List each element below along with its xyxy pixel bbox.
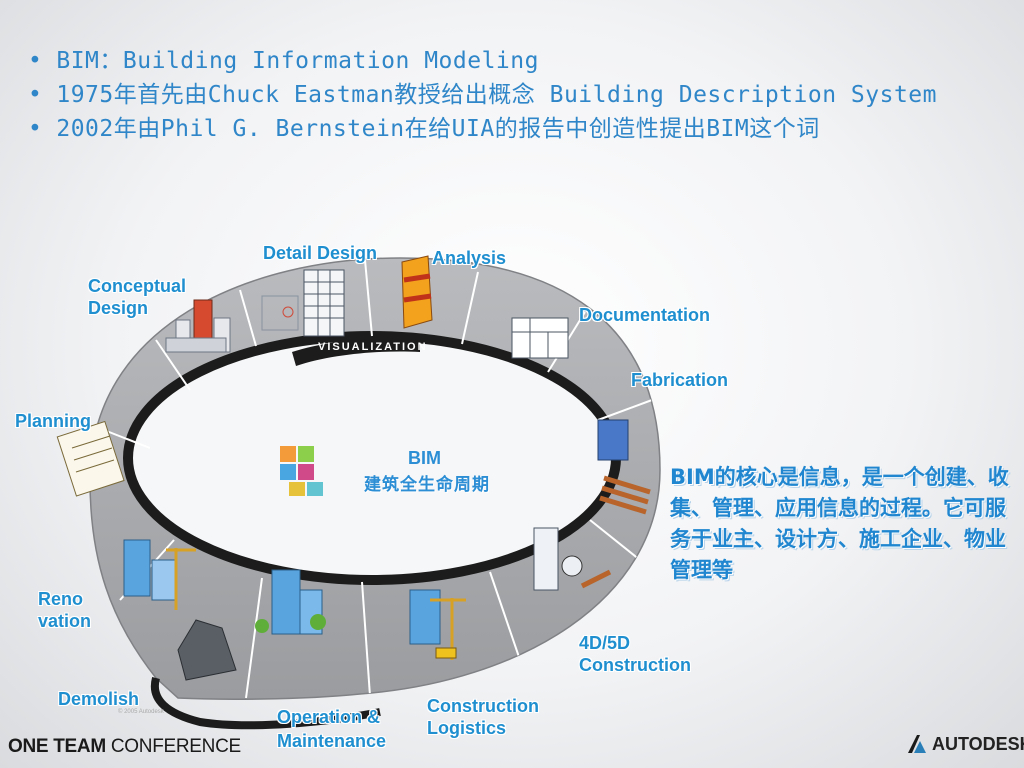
conference-name-bold: ONE TEAM	[8, 736, 106, 757]
visualization-label: VISUALIZATION	[318, 341, 428, 353]
analysis-icon	[402, 256, 432, 328]
autodesk-a-icon	[906, 733, 928, 755]
stage-analysis: Analysis	[432, 247, 506, 269]
autodesk-logo: AUTODESK.	[906, 733, 1024, 755]
stage-4d5d-construction: 4D/5D Construction	[579, 632, 691, 676]
stage-detail-design: Detail Design	[263, 242, 377, 264]
conference-name-rest: CONFERENCE	[106, 736, 241, 757]
stage-fabrication: Fabrication	[631, 369, 728, 391]
autodesk-brand: AUTODESK.	[932, 734, 1024, 755]
stage-construction-logistics: Construction Logistics	[427, 695, 539, 739]
stage-documentation: Documentation	[579, 304, 710, 326]
center-title: BIM	[408, 448, 441, 469]
stage-demolish: Demolish	[58, 688, 139, 710]
center-subtitle: 建筑全生命周期	[364, 470, 490, 495]
stage-planning: Planning	[15, 410, 91, 432]
stage-renovation: Reno vation	[38, 588, 91, 632]
bim-core-description: BIM的核心是信息，是一个创建、收集、管理、应用信息的过程。它可服务于业主、设计…	[670, 462, 1015, 586]
copyright-note: © 2005 Autodesk	[118, 709, 164, 715]
stage-operation-maintenance: Operation & Maintenance	[277, 705, 386, 753]
documentation-icon	[512, 318, 568, 358]
conference-logo: ONE TEAM CONFERENCE	[8, 736, 241, 758]
stage-conceptual-design: Conceptual Design	[88, 275, 186, 319]
